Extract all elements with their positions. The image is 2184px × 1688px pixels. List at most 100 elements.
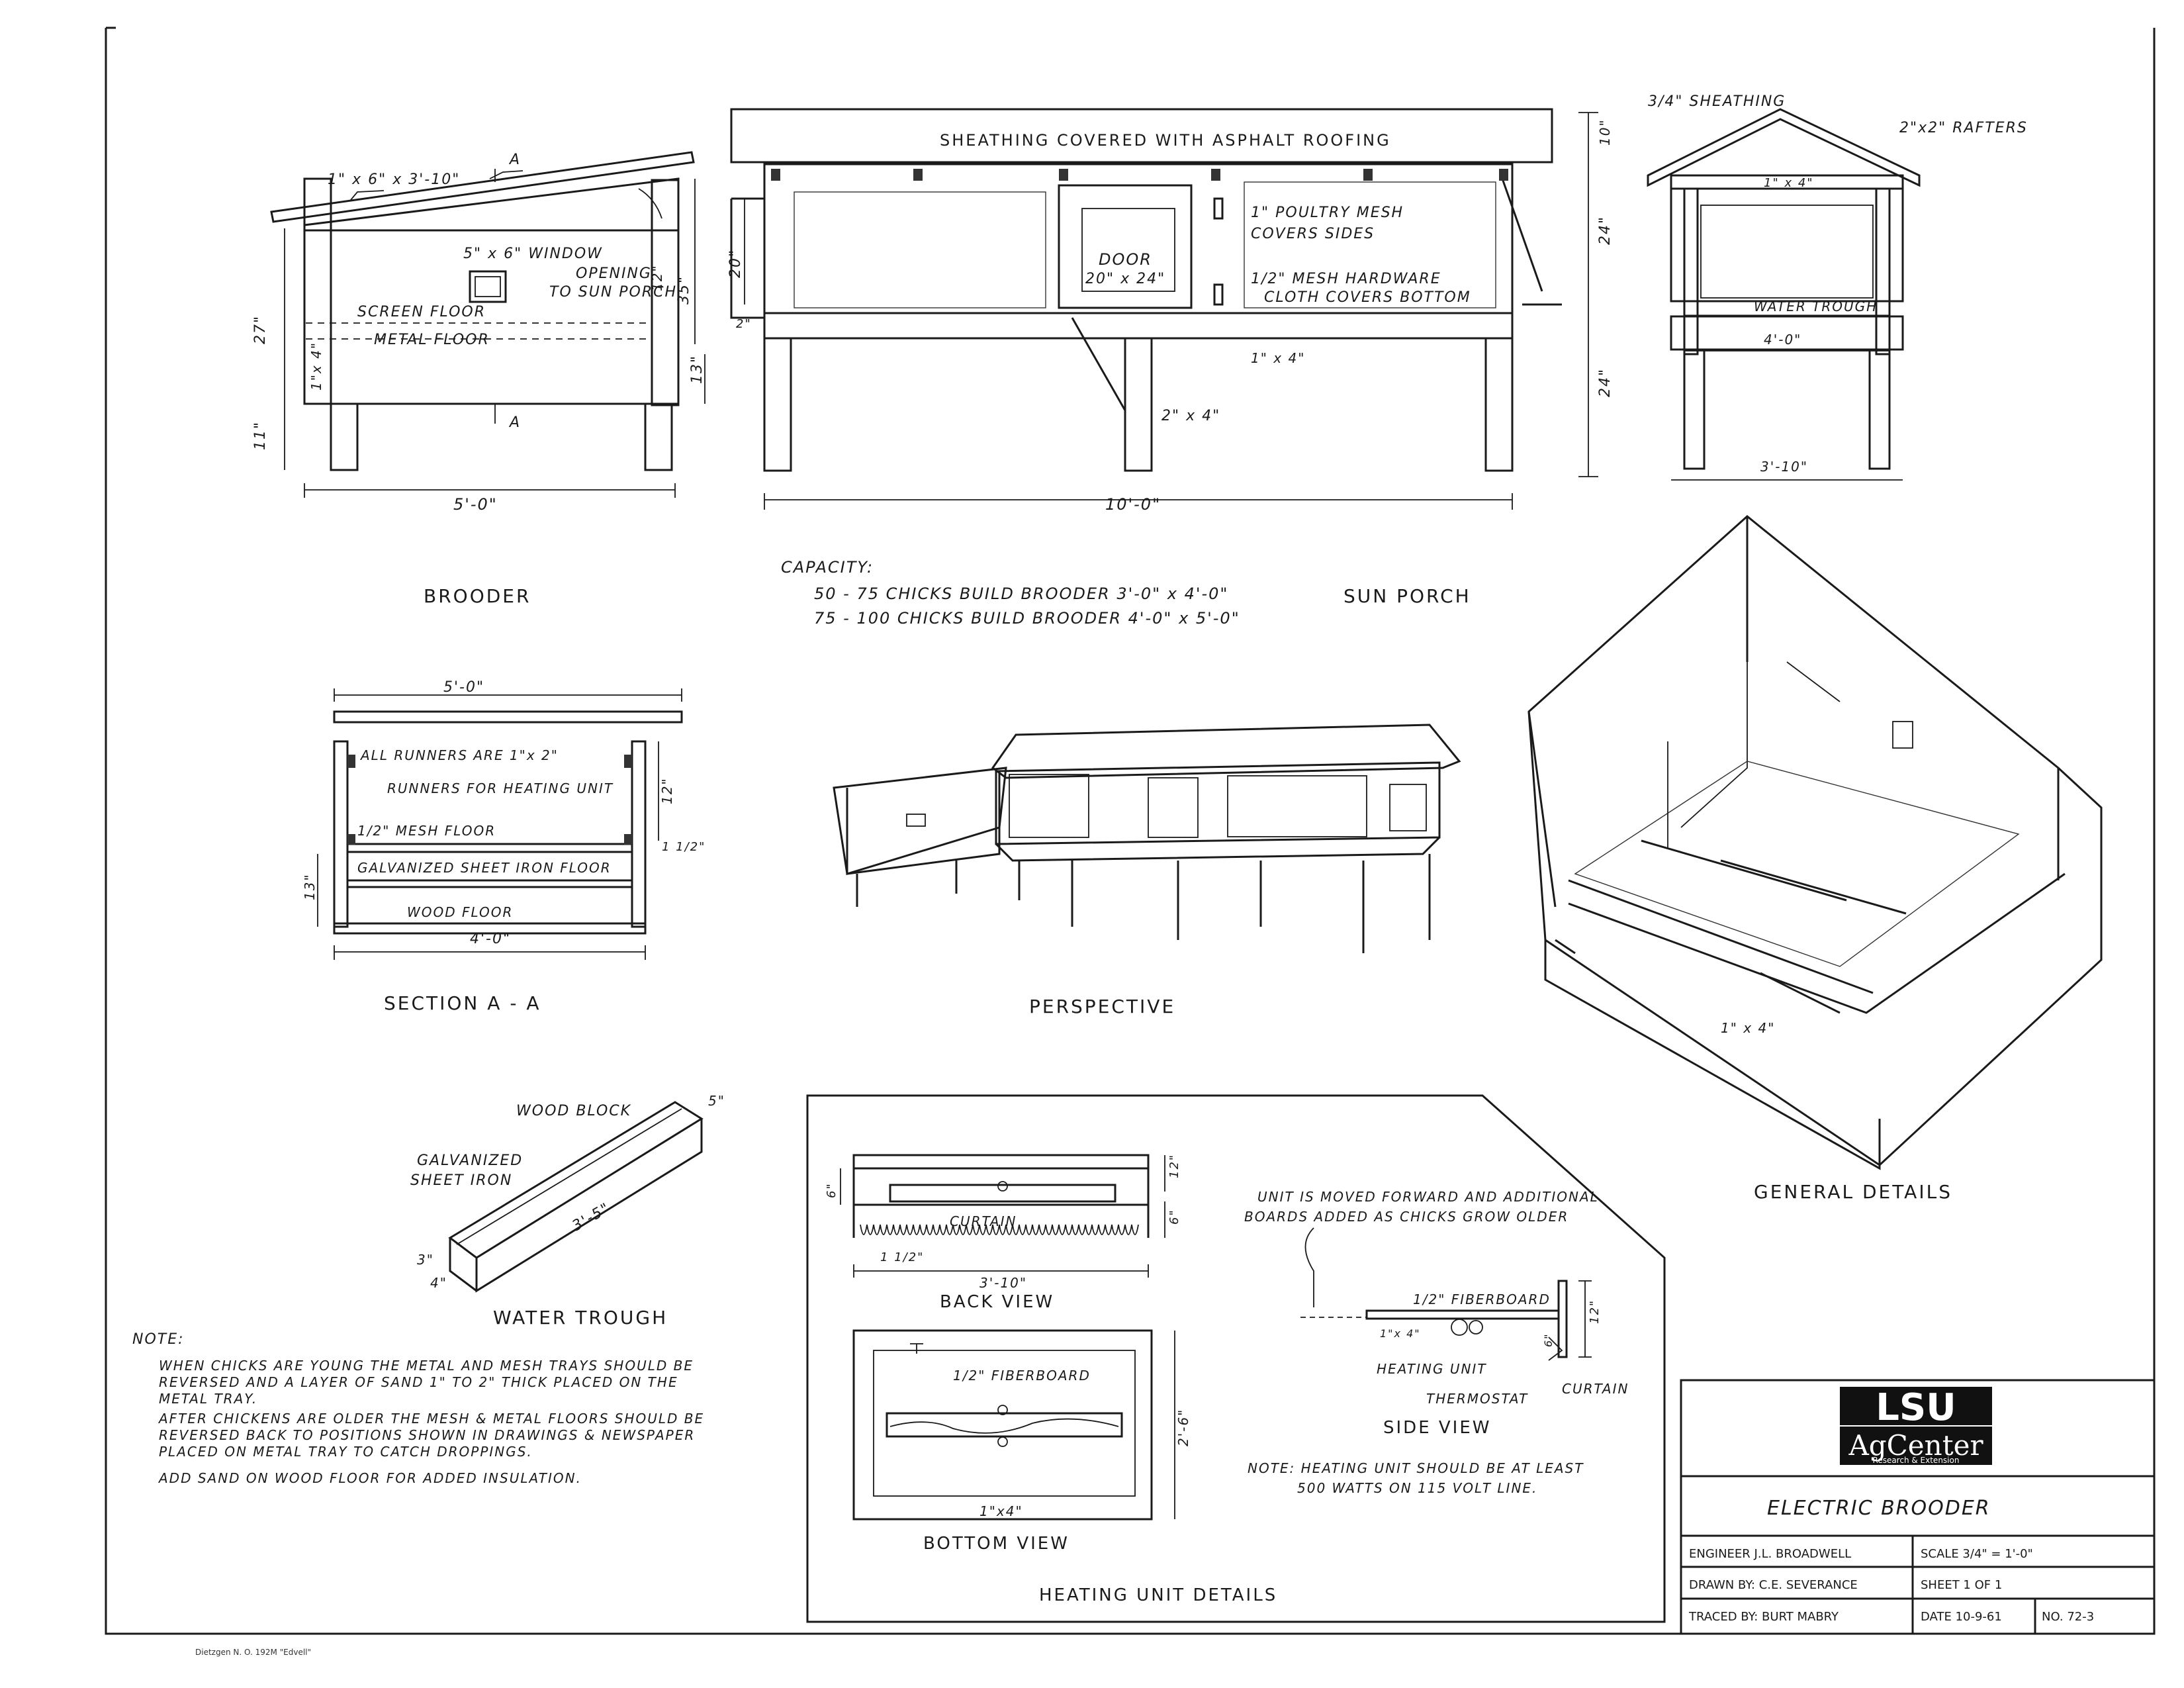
sheet-border (105, 26, 2156, 1635)
brooder-screen-floor-label: SCREEN FLOOR (357, 304, 486, 320)
heating-bottom-1x4: 1"x4" (979, 1503, 1023, 1519)
end-water-trough-label: WATER TROUGH (1754, 299, 1878, 314)
sun-porch-sheathing-label: SHEATHING COVERED WITH ASPHALT ROOFING (940, 131, 1391, 150)
logo-tagline-text: Research & Extension (1873, 1456, 1960, 1465)
section-sheet-floor-label: GALVANIZED SHEET IRON FLOOR (357, 860, 612, 876)
section-heat-runners-label: RUNNERS FOR HEATING UNIT (387, 780, 614, 796)
brooder-dim-27: 27" (252, 315, 269, 344)
general-dim-1x4: 1" x 4" (1721, 1020, 1775, 1036)
poultry-mesh-label: 1" POULTRY MESH (1251, 205, 1404, 221)
sun-porch-door-size: 20" x 24" (1085, 271, 1165, 287)
heating-back-view-title: BACK VIEW (940, 1292, 1054, 1312)
brooder-dim-1x4: 1"x 4" (308, 342, 324, 391)
brooder-dim-width: 5'-0" (453, 495, 498, 514)
sun-porch-dim-24b: 24" (1597, 368, 1614, 397)
section-mark-bottom: A (508, 414, 521, 431)
heating-dim-112: 1 1/2" (880, 1250, 924, 1264)
trough-dim-3: 3" (417, 1252, 434, 1268)
sun-porch-dim-20: 20" (727, 249, 744, 278)
heating-bottom-view-drawing (852, 1329, 1175, 1521)
drawing-title: ELECTRIC BROODER (1767, 1497, 1991, 1520)
note-line: WHEN CHICKS ARE YOUNG THE METAL AND MESH… (159, 1358, 694, 1374)
trough-wood-block-label: WOOD BLOCK (516, 1103, 631, 1119)
trough-galv-label: GALVANIZED (417, 1152, 523, 1169)
heating-side-fiberboard: 1/2" FIBERBOARD (1413, 1291, 1551, 1307)
heating-side-curtain-label: CURTAIN (1562, 1381, 1629, 1397)
section-aa-drawing (317, 688, 683, 960)
section-dim-top: 5'-0" (443, 679, 484, 696)
engineer-field: ENGINEER J.L. BROADWELL (1689, 1547, 1851, 1561)
note-line: ADD SAND ON WOOD FLOOR FOR ADDED INSULAT… (158, 1470, 582, 1486)
drawing-number-field: NO. 72-3 (2042, 1610, 2094, 1624)
section-dim-13: 13" (302, 873, 318, 900)
sun-porch-dim-1x4: 1" x 4" (1251, 350, 1305, 366)
capacity-line-1: 50 - 75 CHICKS BUILD BROODER 3'-0" x 4'-… (814, 585, 1228, 603)
heating-bottom-view-title: BOTTOM VIEW (923, 1534, 1069, 1554)
heating-unit-note-2: BOARDS ADDED AS CHICKS GROW OLDER (1244, 1209, 1569, 1225)
heating-side-view-drawing (1300, 1227, 1592, 1361)
paper-manufacturer-footer: Dietzgen N. O. 192M "Edvell" (195, 1648, 311, 1657)
general-title: GENERAL DETAILS (1754, 1181, 1952, 1203)
sun-porch-dim-2: 2" (736, 317, 752, 331)
sun-porch-title: SUN PORCH (1343, 585, 1471, 607)
heating-watts-note-1: NOTE: HEATING UNIT SHOULD BE AT LEAST (1248, 1460, 1584, 1476)
heating-watts-note-2: 500 WATTS ON 115 VOLT LINE. (1297, 1480, 1537, 1496)
section-dim-112: 1 1/2" (662, 840, 705, 854)
heating-dim-310: 3'-10" (979, 1275, 1027, 1291)
note-line: REVERSED AND A LAYER OF SAND 1" TO 2" TH… (159, 1374, 678, 1390)
brooder-dim-35: 35" (676, 275, 692, 305)
heating-unit-note-1: UNIT IS MOVED FORWARD AND ADDITIONAL (1257, 1189, 1599, 1205)
note-line: AFTER CHICKENS ARE OLDER THE MESH & META… (158, 1411, 704, 1427)
heating-side-12: 12" (1588, 1299, 1602, 1324)
title-block (1680, 1379, 2156, 1635)
heating-side-1x4: 1"x 4" (1380, 1327, 1421, 1340)
hardware-mesh-label: 1/2" MESH HARDWARE (1251, 271, 1441, 287)
water-trough-drawing (448, 1101, 704, 1293)
note-line: REVERSED BACK TO POSITIONS SHOWN IN DRAW… (159, 1427, 695, 1443)
section-dim-12: 12" (659, 777, 675, 804)
logo-agcenter-text: AgCenter (1848, 1429, 1983, 1462)
heating-back-view-drawing (840, 1154, 1165, 1278)
scale-field: SCALE 3/4" = 1'-0" (1921, 1547, 2033, 1561)
sun-porch-dim-width: 10'-0" (1105, 495, 1161, 514)
trough-dim-5: 5" (708, 1093, 725, 1109)
end-view-drawing (1647, 108, 1921, 481)
brooder-dim-13: 13" (689, 355, 705, 384)
capacity-heading: CAPACITY: (781, 558, 874, 577)
note-line: PLACED ON METAL TRAY TO CATCH DROPPINGS. (159, 1444, 533, 1460)
end-rafters-label: 2"x2" RAFTERS (1899, 120, 2028, 136)
heating-side-6: 6" (1542, 1333, 1555, 1347)
brooder-rafter-label: 1" x 6" x 3'-10" (328, 171, 460, 188)
sun-porch-dim-10: 10" (1597, 118, 1613, 146)
perspective-drawing (833, 724, 1461, 953)
section-runners-label: ALL RUNNERS ARE 1"x 2" (359, 747, 559, 763)
end-dim-4: 4'-0" (1764, 332, 1801, 348)
heating-dim-12: 12" (1167, 1154, 1181, 1178)
brooder-opening-label: OPENING (576, 265, 652, 282)
heating-unit-box (806, 1094, 1666, 1623)
logo-lsu-text: LSU (1876, 1386, 1956, 1429)
brooder-metal-floor-label: METAL FLOOR (374, 332, 490, 348)
sun-porch-dim-2x4: 2" x 4" (1161, 408, 1220, 424)
end-dim-310: 3'-10" (1760, 459, 1808, 475)
section-mesh-floor-label: 1/2" MESH FLOOR (357, 823, 496, 839)
note-heading: NOTE: (132, 1331, 185, 1348)
heating-dim-6b: 6" (1167, 1209, 1181, 1225)
trough-dim-len: 3'-5" (570, 1199, 614, 1235)
brooder-opening-label-2: TO SUN PORCH (549, 284, 677, 301)
heating-dim-26: 2'-6" (1175, 1409, 1191, 1446)
capacity-line-2: 75 - 100 CHICKS BUILD BROODER 4'-0" x 5'… (814, 609, 1240, 628)
brooder-dim-11: 11" (252, 421, 269, 450)
section-title: SECTION A - A (384, 992, 541, 1014)
sheet-field: SHEET 1 OF 1 (1921, 1578, 2002, 1592)
lsu-agcenter-logo (1840, 1387, 1992, 1465)
perspective-title: PERSPECTIVE (1029, 996, 1175, 1017)
sun-porch-door-label: DOOR (1099, 250, 1152, 269)
end-dim-1x4: 1" x 4" (1764, 176, 1814, 190)
sun-porch-dim-24a: 24" (1597, 216, 1614, 245)
note-line: METAL TRAY. (159, 1391, 257, 1407)
trough-galv-label-2: SHEET IRON (410, 1172, 512, 1189)
drawn-by-field: DRAWN BY: C.E. SEVERANCE (1689, 1578, 1858, 1592)
heating-fiberboard-label: 1/2" FIBERBOARD (953, 1368, 1091, 1383)
brooder-title: BROODER (424, 585, 531, 607)
